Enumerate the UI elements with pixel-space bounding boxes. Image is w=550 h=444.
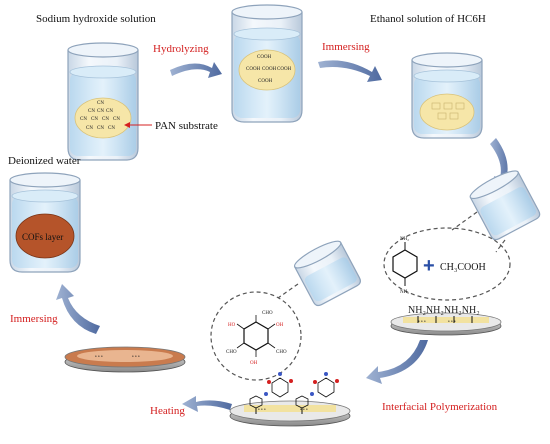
svg-text:COOH: COOH [257, 55, 272, 60]
aldehyde-callout [210, 291, 302, 381]
svg-text:NH₂: NH₂ [400, 290, 409, 295]
beaker-hydrolyzed: COOH COOH COOH COOH COOH [231, 4, 303, 123]
label-naoh: Sodium hydroxide solution [36, 13, 156, 25]
svg-text:• • •: • • • [418, 320, 426, 325]
cof-fragment-right [295, 372, 339, 414]
step-heating: Heating [150, 405, 185, 417]
svg-text:• • •: • • • [300, 408, 308, 413]
label-cofs: COFs layer [22, 232, 63, 242]
cofs-layer-disc [15, 213, 75, 259]
cooh-groups: COOH COOH COOH COOH COOH [246, 55, 292, 84]
nh2-row: NH₂NH₂NH₂NH₂ [408, 305, 480, 316]
svg-text:CN: CN [97, 109, 104, 114]
svg-text:NH₂: NH₂ [400, 237, 409, 242]
arrow-immersing-1 [318, 60, 382, 82]
svg-text:CN: CN [86, 126, 93, 131]
svg-text:CN: CN [97, 101, 104, 106]
svg-text:HO: HO [228, 323, 236, 328]
svg-text:COOH: COOH [262, 67, 277, 72]
tilted-beaker-amine [469, 170, 541, 241]
acetic-acid: CH₃COOH [440, 262, 486, 273]
beaker-naoh: CN CN CN CN CN CN CN CN CN CN CN [67, 42, 139, 161]
svg-text:CHO: CHO [262, 311, 273, 316]
svg-text:CN: CN [108, 126, 115, 131]
svg-text:CN: CN [80, 117, 87, 122]
svg-text:COOH: COOH [246, 67, 261, 72]
step-interfacial: Interfacial Polymerization [382, 401, 498, 413]
plus-sign: + [423, 255, 435, 277]
svg-text:CN: CN [91, 117, 98, 122]
plate-cof-forming: • • • • • • [229, 372, 351, 427]
pan-substrate-disc [74, 97, 132, 139]
svg-text:CN: CN [106, 109, 113, 114]
svg-text:• • •: • • • [258, 408, 266, 413]
plate-amine: • • • • • • [390, 312, 502, 336]
beaker-deionized [9, 172, 81, 273]
svg-text:COOH: COOH [258, 79, 273, 84]
svg-text:• • •: • • • [132, 355, 140, 360]
label-pan: PAN substrate [155, 120, 218, 132]
svg-text:CN: CN [88, 109, 95, 114]
arrow-immersing-2 [56, 284, 100, 334]
arrow-heating [182, 396, 232, 412]
svg-text:• • •: • • • [95, 355, 103, 360]
svg-text:• • •: • • • [448, 320, 456, 325]
aldehyde-structure: CHO OH CHO HO CHO OH [226, 311, 287, 366]
phenylenediamine-structure: NH₂ NH₂ [392, 237, 418, 295]
step-immersing-1: Immersing [322, 41, 370, 53]
step-immersing-2: Immersing [10, 313, 58, 325]
svg-text:CHO: CHO [226, 350, 237, 355]
svg-text:OH: OH [276, 323, 284, 328]
svg-text:CHO: CHO [276, 350, 287, 355]
svg-text:OH: OH [250, 361, 258, 366]
label-deionized: Deionized water [8, 155, 81, 167]
arrow-interfacial [366, 340, 428, 384]
svg-text:CN: CN [97, 126, 104, 131]
svg-text:CN: CN [113, 117, 120, 122]
step-hydrolyzing: Hydrolyzing [153, 43, 209, 55]
cof-fragment-left [249, 372, 293, 414]
label-ethanol: Ethanol solution of HC6H [370, 13, 486, 25]
beaker-ethanol [411, 52, 483, 139]
svg-text:CN: CN [102, 117, 109, 122]
plate-cof-layer: • • • • • • [64, 346, 186, 373]
svg-text:COOH: COOH [277, 67, 292, 72]
arrow-hydrolyzing [170, 62, 222, 78]
amine-callout [383, 227, 511, 301]
cn-groups: CN CN CN CN CN CN CN CN CN CN CN [80, 101, 120, 131]
tilted-beaker-aldehyde [293, 240, 361, 307]
